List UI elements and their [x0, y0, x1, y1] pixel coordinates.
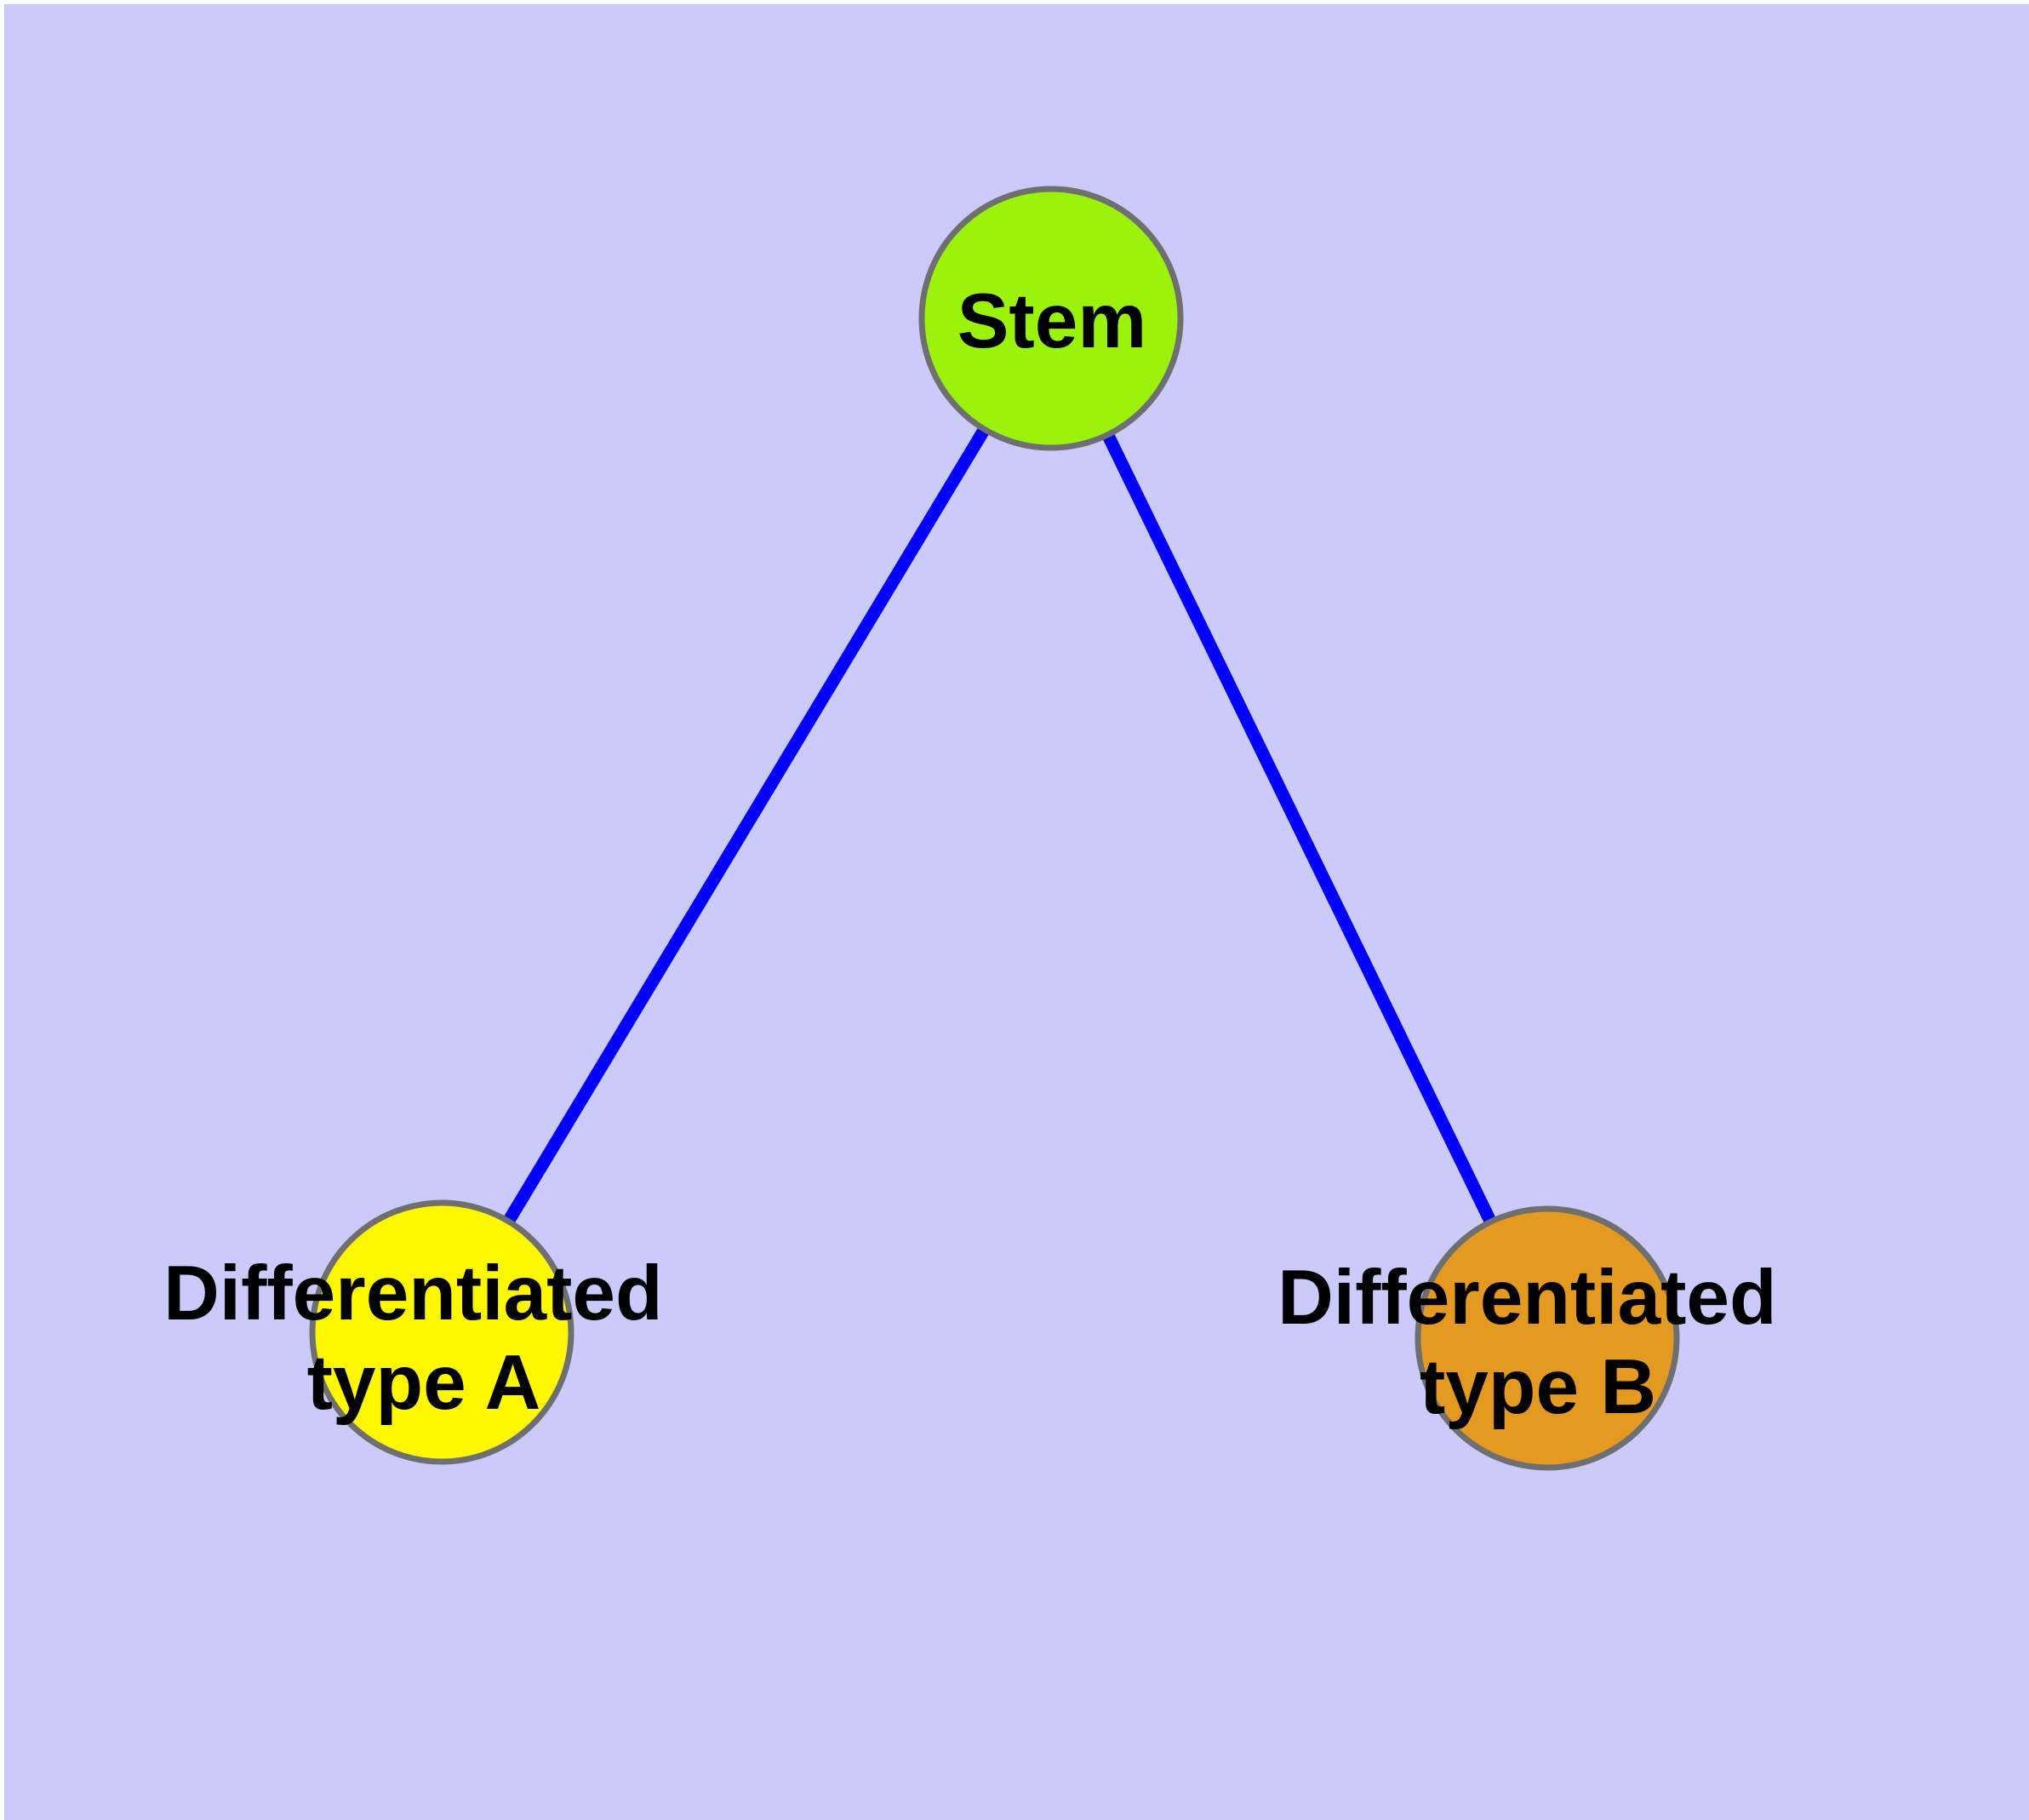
node-type-a-label-line1: Differentiated: [163, 1251, 663, 1336]
node-stem: [918, 186, 1184, 451]
node-stem-label: Stem: [957, 278, 1147, 364]
node-type-a-label: Differentiated type A: [163, 1251, 684, 1426]
node-differentiated-type-b: [1415, 1205, 1680, 1471]
node-type-b-label-line1: Differentiated: [1277, 1255, 1777, 1341]
node-differentiated-type-a: [309, 1199, 574, 1465]
node-type-b-label: Differentiated type B: [1277, 1255, 1798, 1430]
edge-stem-to-type-a: [436, 315, 1057, 1336]
edge-stem-to-type-b: [1045, 315, 1553, 1342]
node-type-a-label-line2: type A: [307, 1340, 541, 1426]
node-type-b-label-line2: type B: [1420, 1344, 1656, 1430]
